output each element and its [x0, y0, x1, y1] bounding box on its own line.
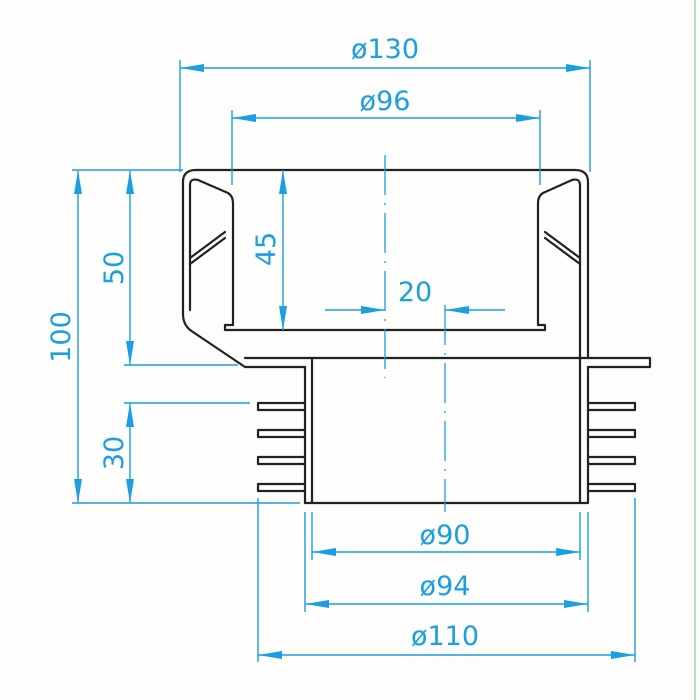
dim-label-45: 45 [251, 232, 282, 266]
flange [243, 356, 652, 369]
dim-label-96: ø96 [360, 86, 411, 117]
dim-label-50: 50 [99, 251, 130, 285]
right-fins [586, 401, 637, 493]
left-outer-wall [181, 168, 590, 369]
pipe-walls [303, 356, 590, 505]
right-diagonal-seal [543, 230, 582, 266]
extension-lines [72, 60, 636, 662]
left-fins [256, 401, 307, 493]
dim-label-100: 100 [46, 311, 77, 363]
dim-label-94: ø94 [420, 571, 471, 602]
dim-label-20: 20 [398, 277, 432, 308]
dim-label-110: ø110 [411, 621, 479, 652]
fitting-outline [181, 168, 652, 505]
left-diagonal-seal [188, 230, 227, 266]
dim-label-90: ø90 [420, 520, 471, 551]
dim-label-130: ø130 [351, 34, 419, 65]
dim-label-30: 30 [99, 436, 130, 470]
